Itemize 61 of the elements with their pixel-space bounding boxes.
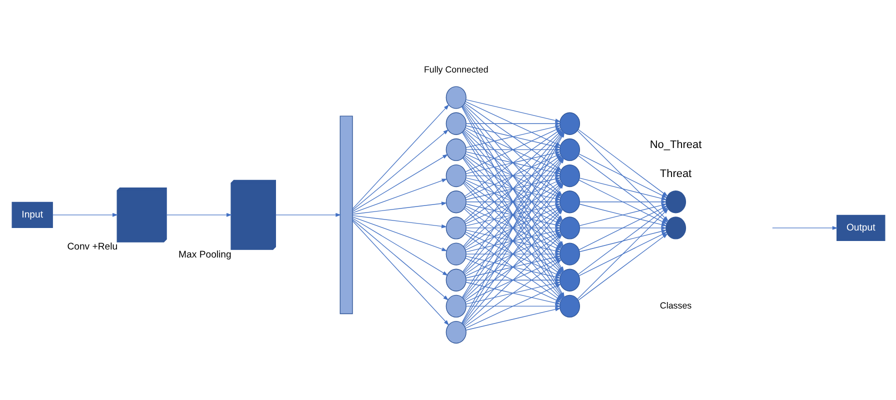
arrow: [465, 226, 560, 230]
node-label: Max Pooling: [178, 248, 231, 260]
arrow: [465, 304, 560, 308]
node-circle: [445, 216, 466, 239]
arrow: [352, 104, 449, 209]
arrow: [352, 201, 446, 214]
node-circle: [445, 268, 466, 291]
arrow: [352, 220, 449, 325]
node-circle: [558, 216, 580, 239]
arrow: [577, 232, 668, 300]
node-circle: [445, 294, 466, 318]
node-circle: [558, 164, 580, 187]
node-circle: [558, 112, 580, 134]
node-circle: [445, 138, 466, 161]
arrow: [578, 231, 667, 276]
node-circle: [558, 268, 580, 291]
node-circle: [445, 320, 466, 344]
label: Threat: [659, 168, 692, 180]
arrow: [578, 153, 667, 198]
node-circle: [445, 86, 466, 108]
node-circle: [445, 112, 466, 134]
arrow: [465, 147, 560, 152]
arrow: [465, 199, 560, 204]
label: Classes: [659, 300, 692, 310]
arrow: [166, 212, 232, 216]
label: No_Threat: [649, 138, 702, 151]
node-circle: [445, 164, 466, 187]
arrow: [578, 199, 666, 204]
node-label: Conv +Relu: [66, 241, 118, 252]
node-bar: [339, 115, 352, 314]
arrow: [465, 278, 560, 282]
arrow: [578, 177, 666, 200]
arrow: [352, 217, 448, 276]
node-circle: [445, 190, 466, 213]
node-box: Output: [836, 214, 885, 240]
node-circle: [558, 294, 580, 318]
arrow: [352, 218, 448, 300]
node-circle: [445, 242, 466, 265]
arrow: [352, 128, 448, 210]
arrow: [52, 212, 118, 216]
node-circle: [664, 190, 686, 213]
arrow: [578, 228, 666, 252]
label: Fully Connected: [423, 64, 488, 74]
arrow: [352, 178, 447, 213]
node-circle: [664, 216, 686, 239]
node-box: Input: [11, 201, 52, 228]
node-circle: [558, 190, 580, 213]
arrow: [465, 307, 560, 330]
arrow: [352, 214, 446, 228]
arrow: [465, 252, 560, 256]
arrow: [274, 212, 341, 216]
arrow: [465, 121, 560, 126]
arrow: [465, 98, 560, 122]
arrow: [352, 154, 448, 212]
arrow: [352, 216, 447, 251]
arrow: [772, 226, 838, 230]
node-circle: [558, 138, 580, 161]
arrow: [465, 173, 560, 178]
arrow: [577, 128, 668, 196]
arrow: [578, 226, 666, 230]
node-circle: [558, 242, 580, 265]
